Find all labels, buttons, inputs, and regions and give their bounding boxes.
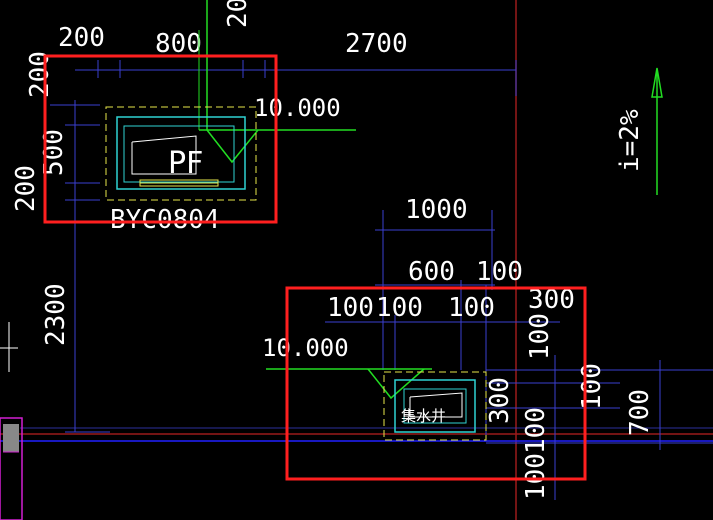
dim-100-vertical: 100 (525, 313, 555, 360)
dim-200-top-left: 200 (58, 23, 105, 53)
top-dimension-chain (75, 60, 517, 96)
left-dimension-chain (50, 100, 110, 433)
dim-600: 600 (408, 257, 455, 287)
upper-pit-tag: BYC0804 (110, 205, 220, 235)
slope-arrow (651, 67, 663, 195)
upper-highlight-box (43, 54, 278, 224)
upper-pit-geometry (105, 0, 356, 201)
dim-200-left-low: 200 (11, 165, 41, 212)
lower-pit-elevation: 10.000 (262, 334, 349, 362)
wall-stub (0, 417, 23, 520)
dim-800: 800 (155, 29, 202, 59)
dim-2700: 2700 (345, 29, 408, 59)
dim-100-a: 100 (327, 293, 374, 323)
upper-pit-elevation: 10.000 (254, 94, 341, 122)
lower-dimension-lines (325, 210, 713, 500)
dim-200-top-vertical: 200 (223, 0, 253, 28)
dim-100-lower-left: 100 (521, 453, 551, 500)
dim-700: 700 (625, 389, 655, 436)
dim-100-right: 100 (577, 363, 607, 410)
lower-pit-geometry (266, 368, 487, 441)
dim-1000: 1000 (405, 195, 468, 225)
dim-100-low: 100 (521, 407, 551, 454)
upper-pit-label: PF (168, 146, 203, 181)
dim-100-b: 100 (376, 293, 423, 323)
cross-marker (0, 322, 18, 372)
dim-2300-left: 2300 (41, 283, 71, 346)
dim-300-vertical: 300 (485, 377, 515, 424)
dim-300-top: 300 (528, 285, 575, 315)
slope-label: i=2% (615, 109, 645, 172)
dim-200-left-top: 200 (25, 51, 55, 98)
dim-100-c: 100 (448, 293, 495, 323)
lower-pit-label: 集水井 (401, 407, 446, 425)
lower-highlight-box (285, 286, 587, 481)
dim-100-upper: 100 (476, 257, 523, 287)
